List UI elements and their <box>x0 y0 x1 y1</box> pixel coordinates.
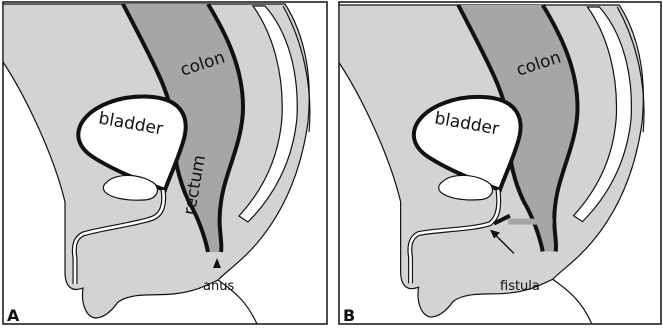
panel-a: colon bladder rectum anus A <box>3 2 327 325</box>
panel-a-letter: A <box>7 306 20 325</box>
panel-b: colon bladder fistula B <box>339 2 661 325</box>
fistula-label: fistula <box>500 279 540 294</box>
panel-b-letter: B <box>343 306 355 325</box>
anus-label: anus <box>203 279 234 294</box>
